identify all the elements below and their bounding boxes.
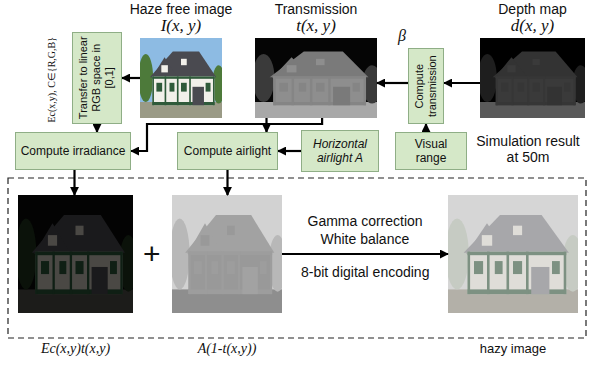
image-panel: Depth mapd(x, y) <box>480 38 585 118</box>
image-caption: A(1-t(x,y)) <box>122 341 332 357</box>
image-caption: hazy image <box>398 341 595 356</box>
box-label-line: Visual range <box>400 137 462 166</box>
caption-block: A(1-t(x,y)) <box>122 341 332 357</box>
box-label: Compute irradiance <box>17 144 130 158</box>
flow-arrow <box>282 253 448 255</box>
image-panel: A(1-t(x,y)) <box>172 195 282 313</box>
box-label-line: Compute transmission <box>413 51 439 121</box>
process-box: Compute irradiance <box>15 132 131 170</box>
flow-arrow <box>122 77 140 79</box>
image-title: Depth map <box>430 1 595 17</box>
dashed-frame <box>8 178 586 338</box>
parameter-label: β <box>398 27 406 45</box>
hazy-image-picture <box>445 195 583 313</box>
flow-arrow <box>278 150 301 152</box>
image-formula: t(x, y) <box>205 17 427 36</box>
irradiance-image <box>16 195 138 313</box>
process-box: Transfer to linear RGB space in [0,1] <box>72 32 122 124</box>
box-label: Horizontal airlight A <box>302 137 378 166</box>
flow-arrow <box>96 124 98 132</box>
flow-arrow <box>444 82 480 84</box>
transmission-map <box>253 38 382 118</box>
box-label: Visual range <box>396 137 466 166</box>
box-label: Compute transmission <box>413 51 439 121</box>
box-label-line: Horizontal airlight A <box>306 137 374 166</box>
flow-arrow <box>377 82 408 84</box>
plus-sign: + <box>143 237 161 272</box>
box-label-line: Transfer to linear RGB space in [0,1] <box>77 35 117 121</box>
caption-block: Depth mapd(x, y) <box>430 1 595 38</box>
image-panel: hazy image <box>448 195 578 313</box>
input-box: Horizontal airlight A <box>301 130 379 172</box>
flow-arrow <box>73 170 75 195</box>
image-panel: Haze free imageI(x, y) <box>140 38 222 118</box>
step-label: Gamma correction <box>308 213 423 229</box>
caption-block: Transmissiont(x, y) <box>205 1 427 38</box>
process-box: Compute airlight <box>177 132 278 170</box>
image-panel: Ec(x,y)t(x,y) <box>18 195 133 313</box>
note-text: Simulation result at 50m <box>474 133 582 165</box>
image-formula: d(x, y) <box>430 17 595 36</box>
step-label: White balance <box>321 231 410 247</box>
caption-block: hazy image <box>398 341 595 356</box>
image-panel: Transmissiont(x, y) <box>255 38 377 118</box>
box-label: Transfer to linear RGB space in [0,1] <box>77 35 117 121</box>
airlight-image <box>170 195 287 313</box>
image-title: Transmission <box>205 1 427 17</box>
step-label: 8-bit digital encoding <box>301 264 429 280</box>
image-caption: Ec(x,y)t(x,y) <box>0 341 183 357</box>
flow-arrow <box>265 118 267 132</box>
box-label-line: Compute irradiance <box>21 144 126 158</box>
depth-map-image <box>478 38 589 118</box>
box-label-line: Compute airlight <box>184 144 271 158</box>
box-label: Compute airlight <box>180 144 275 158</box>
input-box: Visual range <box>395 132 467 170</box>
signal-label: Ec(x,y), C∈{R,G,B} <box>46 37 58 123</box>
caption-block: Ec(x,y)t(x,y) <box>0 341 183 357</box>
flow-arrow <box>226 170 228 195</box>
process-box: Compute transmission <box>408 48 444 124</box>
image-title: Haze free image <box>90 1 272 17</box>
flow-arrow <box>425 124 427 132</box>
haze-free-photo <box>138 38 225 118</box>
